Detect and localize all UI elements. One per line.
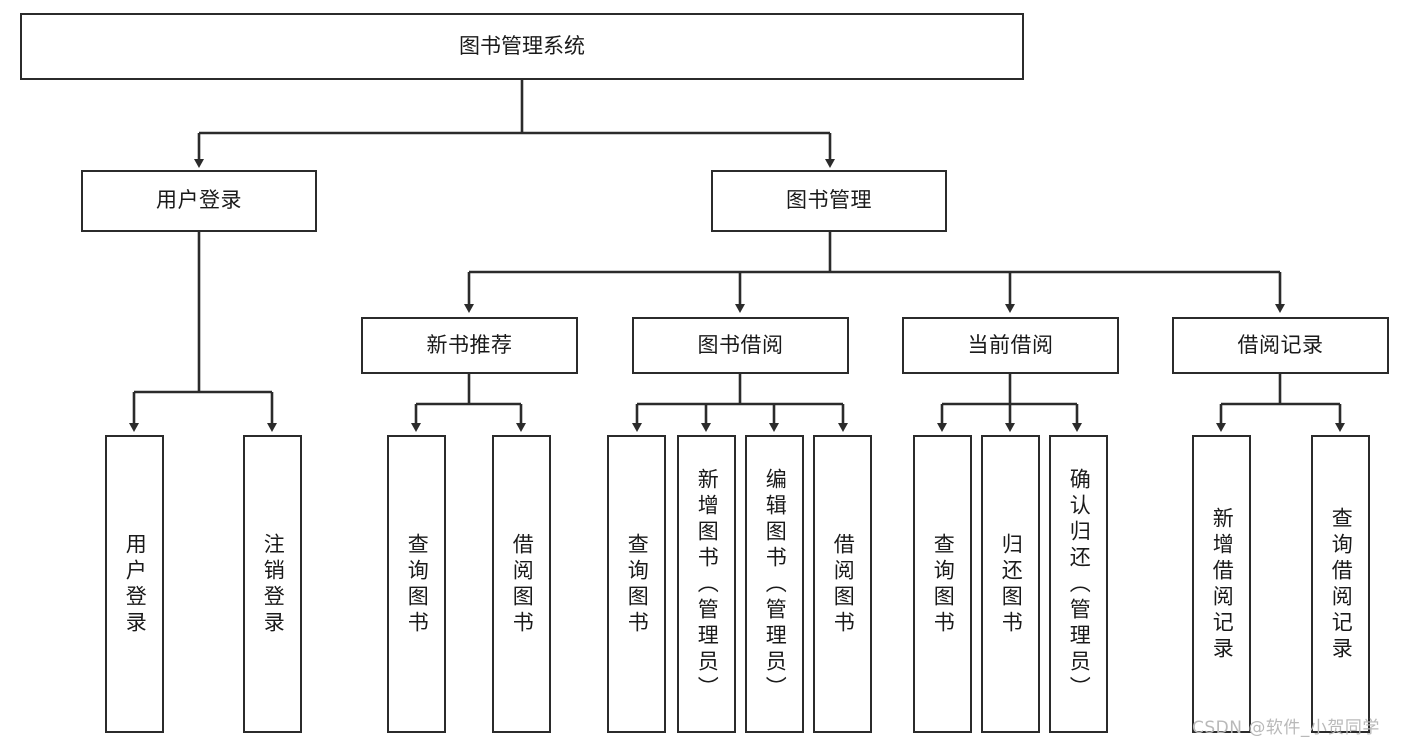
node-label: 借阅图书 bbox=[510, 533, 535, 637]
node-label: 编辑图书（管理员） bbox=[763, 468, 788, 702]
node-current-borrow[interactable]: 当前借阅 bbox=[902, 317, 1119, 374]
node-label: 查询图书 bbox=[625, 533, 650, 637]
leaf-borrow-add-book-admin[interactable]: 新增图书（管理员） bbox=[677, 435, 736, 733]
node-book-borrow[interactable]: 图书借阅 bbox=[632, 317, 849, 374]
leaf-user-login-signout[interactable]: 注销登录 bbox=[243, 435, 302, 733]
node-label: 图书借阅 bbox=[697, 332, 784, 357]
node-label: 新书推荐 bbox=[426, 332, 513, 357]
node-label: 查询借阅记录 bbox=[1329, 507, 1354, 663]
leaf-borrow-borrow-book[interactable]: 借阅图书 bbox=[813, 435, 872, 733]
node-label: 归还图书 bbox=[999, 533, 1024, 637]
leaf-current-return-book[interactable]: 归还图书 bbox=[981, 435, 1040, 733]
node-label: 当前借阅 bbox=[967, 332, 1054, 357]
leaf-current-confirm-return-admin[interactable]: 确认归还（管理员） bbox=[1049, 435, 1108, 733]
leaf-current-query-book[interactable]: 查询图书 bbox=[913, 435, 972, 733]
node-borrow-record[interactable]: 借阅记录 bbox=[1172, 317, 1389, 374]
leaf-borrow-edit-book-admin[interactable]: 编辑图书（管理员） bbox=[745, 435, 804, 733]
node-label: 图书管理 bbox=[786, 188, 872, 213]
node-label: 查询图书 bbox=[405, 533, 430, 637]
node-user-login[interactable]: 用户登录 bbox=[81, 170, 317, 232]
node-root-system[interactable]: 图书管理系统 bbox=[20, 13, 1024, 80]
node-label: 新增借阅记录 bbox=[1210, 507, 1235, 663]
node-label: 借阅图书 bbox=[831, 533, 856, 637]
node-label: 图书管理系统 bbox=[459, 33, 585, 58]
leaf-recommend-query-book[interactable]: 查询图书 bbox=[387, 435, 446, 733]
node-label: 查询图书 bbox=[931, 533, 956, 637]
node-label: 借阅记录 bbox=[1237, 332, 1324, 357]
leaf-record-add-record[interactable]: 新增借阅记录 bbox=[1192, 435, 1251, 733]
node-label: 注销登录 bbox=[261, 533, 286, 637]
leaf-borrow-query-book[interactable]: 查询图书 bbox=[607, 435, 666, 733]
node-label: 用户登录 bbox=[123, 533, 148, 637]
leaf-user-login-signin[interactable]: 用户登录 bbox=[105, 435, 164, 733]
csdn-watermark: CSDN @软件_小贺同学 bbox=[1192, 718, 1380, 738]
leaf-record-query-record[interactable]: 查询借阅记录 bbox=[1311, 435, 1370, 733]
leaf-recommend-borrow-book[interactable]: 借阅图书 bbox=[492, 435, 551, 733]
node-new-book-recommend[interactable]: 新书推荐 bbox=[361, 317, 578, 374]
node-label: 用户登录 bbox=[156, 188, 242, 213]
node-label: 新增图书（管理员） bbox=[695, 468, 720, 702]
node-label: 确认归还（管理员） bbox=[1067, 468, 1092, 702]
node-book-management[interactable]: 图书管理 bbox=[711, 170, 947, 232]
